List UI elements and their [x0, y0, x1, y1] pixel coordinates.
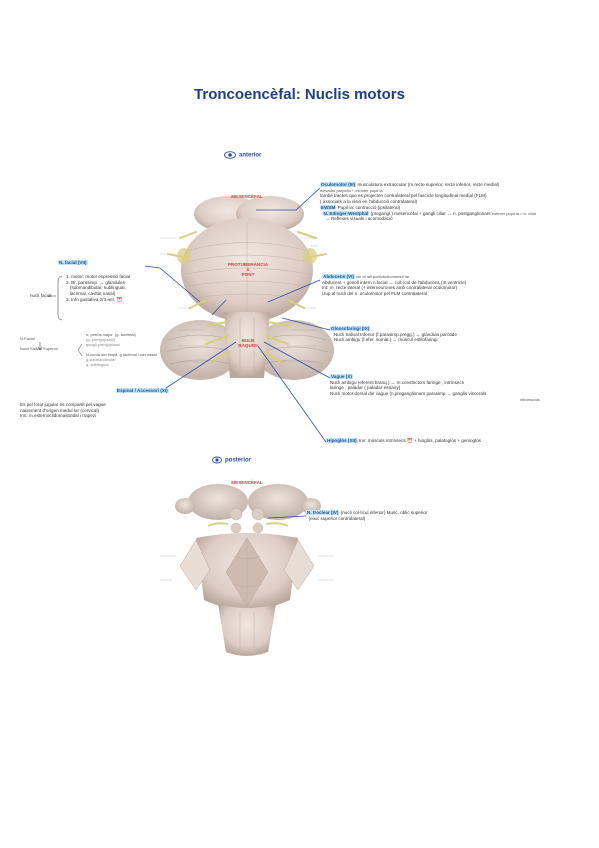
facial-sub-b1: N.corda del timpà — [86, 352, 118, 357]
abducens-heading: Abducens (VI) — [322, 274, 355, 279]
glosso-note: Glossofaringi (IX) Nucli Salival Inferio… — [330, 326, 457, 343]
edinger-westphal-label: N. Edinger-Westphal — [322, 210, 370, 216]
facial-sub-a3: (g. pterigopalatí) — [86, 337, 116, 342]
espinal-heading-wrap: Espinal / Accessori (XI) — [116, 388, 169, 394]
oculomotor-line2b: ( associats a la visió en l'abducció con… — [320, 199, 418, 205]
facial-item3: 3. Info gustativa 2/3 ant. — [66, 296, 116, 302]
oculomotor-note: Oculomotor (III) musculatura extraocular… — [320, 182, 536, 222]
troclear-heading: N. troclear (IV) — [306, 510, 340, 515]
facial-left-nuclei: N.Facial Nucli Salival Superior — [20, 336, 58, 351]
facial-item2: 2. Br. parasimp. → glàndules — [66, 279, 125, 285]
oculomotor-line5: → Reflexes visuals i acomodació — [325, 216, 393, 222]
facial-sub-b3: g.submandibular — [86, 357, 116, 362]
troclear-line2: (eixic superior contralateral) — [308, 515, 366, 521]
facial-item1: 1. motor: motor expressió facial — [66, 274, 131, 279]
facial-sub-a2: (g. lacrimal) — [114, 332, 136, 337]
hipoglos-heading: Hipoglós (XII) — [326, 438, 358, 443]
page-title: Troncoencèfal: Nuclis motors — [194, 86, 405, 103]
facial-item2b: (submandibular, sublingual, — [69, 285, 126, 291]
protuberancia-label: PROTUBERÀNCIA o PONT — [227, 262, 269, 278]
mesencefal-posterior-label: MESENCÈFAL — [231, 480, 263, 485]
vague-line1: Nucli ambigu (eferent branq.) → m.constr… — [330, 379, 465, 385]
facial-sub-b2: g.lacrimal / cav.nasal — [119, 352, 157, 357]
hipoglos-note: Hipoglós (XII) Inn: músculs intrínsecs 👅… — [326, 438, 481, 444]
facial-sub-b4: g. sublingual — [86, 362, 109, 367]
right-cerebellum — [254, 320, 334, 380]
posterior-view-label: posterior — [212, 456, 251, 464]
eye-icon — [224, 151, 236, 159]
eye-icon — [212, 456, 222, 464]
anterior-text: anterior — [239, 152, 262, 159]
espinal-heading: Espinal / Accessori (XI) — [116, 388, 169, 393]
facial-heading-wrap: N. facial (VII) — [58, 260, 88, 266]
glosso-line1: Nucli Salival Inferior (f.parasimp.pregg… — [333, 331, 457, 337]
abducens-line0: vei al tall pontobulbomedul·lar — [356, 274, 410, 279]
facial-sub-b: N.corda del timpà g.lacrimal / cav.nasal… — [86, 352, 157, 367]
vague-line2b: intramurals — [520, 396, 540, 402]
abducens-note: Abducens (VI) vei al tall pontobulbomedu… — [322, 274, 466, 297]
oculomotor-line2: també tractes que es projecten contralat… — [320, 193, 487, 199]
hipoglos-line1b: + hioglòs, palatoglòs + genioglòs — [414, 438, 481, 443]
abducens-line2: Int: m. recte lateral (+ interneurones a… — [322, 285, 458, 291]
espinal-line3: Inn: m.esternoclidomastoïdal i trapezi — [20, 413, 97, 419]
abducens-line1: Abducent + genoll intern n.facial → coll… — [322, 279, 467, 285]
vague-heading: Vague (X) — [330, 374, 353, 379]
facial-root: nucli facial — [30, 293, 52, 298]
anterior-view-label: anterior — [224, 151, 261, 159]
abducens-line3: Uup al nucli del n. oculomotor pel FLM c… — [322, 291, 427, 297]
glosso-heading: Glossofaringi (IX) — [330, 326, 371, 331]
oculomotor-ewsm: EWSM — [320, 204, 337, 210]
oculomotor-line1b: elevador parpella + esfínter pupil·la — [320, 187, 383, 193]
vague-line1b: laringe , paladar ( paladar estrany) — [330, 385, 401, 391]
mesencefal-anterior-label: MESENCÈFAL — [231, 194, 263, 199]
tongue-icon: 👅︎ — [406, 438, 413, 443]
posterior-text: posterior — [225, 457, 252, 464]
facial-item2c: lacrimal, cavitat nasal) — [69, 291, 116, 297]
troclear-connector — [267, 515, 307, 519]
espinal-line2: naixement d'origen medul·lar (cervical) — [20, 407, 100, 413]
oculomotor-line4b: esfínter pupil·la / m. ciliar — [491, 210, 537, 216]
glosso-line2: Nucli ambigu (f.efer. somàt.) → múscul e… — [333, 337, 438, 343]
facial-heading: N. facial (VII) — [58, 260, 88, 265]
facial-nucli-left2: Nucli Salival Superior — [20, 346, 59, 351]
troclear-line1: (nucli col·lícul inferior) Musc. oblic s… — [340, 510, 428, 515]
medulla — [224, 312, 270, 378]
vague-note: Vague (X) Nucli ambigu (eferent branq.) … — [330, 374, 540, 403]
oculomotor-line4: (pregangl.) mesencèfal + gangli ciliar →… — [370, 210, 491, 216]
troclear-note: N. troclear (IV) (nucli col·lícul inferi… — [306, 510, 427, 521]
espinal-line1: Es pel forat jugular és compartit pel va… — [20, 402, 106, 407]
oculomotor-line3: Pupil·la: contracció (ipsilateral) — [337, 204, 401, 210]
tongue-icon: 👅︎ — [116, 296, 123, 302]
espinal-note: Es pel forat jugular és compartit pel va… — [20, 402, 106, 419]
oculomotor-heading: Oculomotor (III) — [320, 182, 357, 187]
facial-sub-a1: n. petrós major — [86, 332, 113, 337]
vague-line2: Nucli motor dorsal del vague (n.pregangl… — [330, 391, 487, 397]
anterior-brainstem — [160, 196, 334, 380]
connector-lines — [144, 187, 331, 443]
left-cerebellum — [160, 320, 240, 380]
hipoglos-line1: Inn: músculs intrínsecs — [358, 438, 406, 443]
facial-nucli-left: N.Facial — [20, 336, 35, 341]
facial-items: 1. motor: motor expressió facial 2. Br. … — [66, 274, 130, 303]
oculomotor-line1: musculatura extraocular (m.recte superio… — [357, 182, 500, 187]
facial-sub-a4: gangli pterigopalatí — [86, 342, 120, 347]
bulb-label: BULB RAQUIDI — [238, 338, 258, 349]
facial-sub-a: n. petrós major (g. lacrimal) (g. pterig… — [86, 332, 136, 347]
